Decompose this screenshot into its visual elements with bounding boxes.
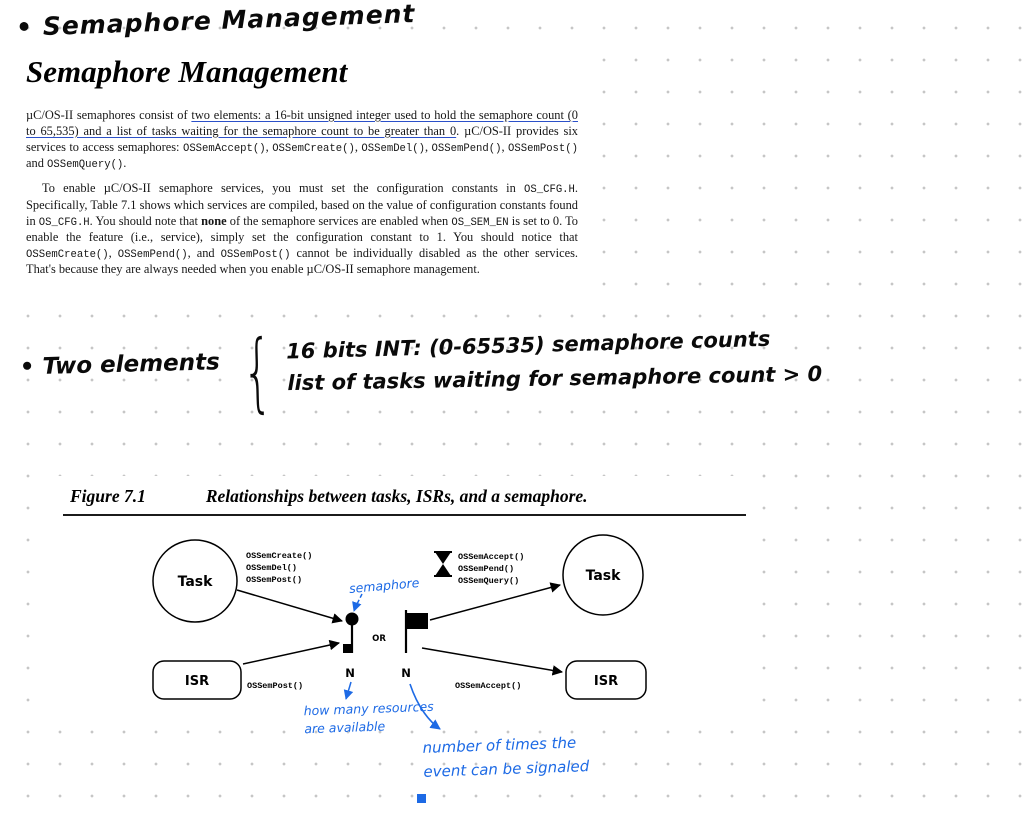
task-right-circle: [562, 534, 644, 616]
semaphore-key-head: [345, 612, 359, 626]
annotation-resources: how many resources are available: [303, 698, 434, 739]
blue-arrow-semaphore-pointer: [352, 593, 363, 612]
isr-right-label: ISR: [594, 674, 618, 689]
left-service-label-2: OSSemDel(): [246, 563, 297, 573]
blue-arrow-signal-pointer: [409, 683, 441, 730]
hourglass-icon: [435, 552, 451, 576]
task-right-label: Task: [586, 568, 622, 584]
note-brace: {: [241, 321, 274, 423]
figure-label: Figure 7.1: [70, 486, 146, 506]
note-bullet-text: • Two elements: [19, 349, 221, 381]
task-left-circle: [152, 539, 238, 623]
right-service-label-2: OSSemPend(): [458, 564, 514, 574]
isr-left-box: [152, 660, 242, 700]
left-service-label-3: OSSemPost(): [246, 575, 302, 585]
paragraph-2: To enable µC/OS-II semaphore services, y…: [26, 181, 578, 277]
document-title: Semaphore Management: [26, 54, 348, 89]
note-lines: 16 bits INT: (0-65535) semaphore counts …: [286, 318, 822, 398]
flag-icon: [406, 613, 428, 629]
note-line-2: list of tasks waiting for semaphore coun…: [286, 361, 823, 396]
arrow-semaphore-to-isr-right: [421, 647, 564, 676]
figure-caption-text: Relationships between tasks, ISRs, and a…: [205, 486, 588, 506]
handwritten-note: • Two elements { 16 bits INT: (0-65535) …: [19, 318, 822, 423]
n-label-left: N: [345, 666, 355, 680]
figure-caption: Figure 7.1 Relationships between tasks, …: [70, 486, 730, 507]
arrow-isr-left-to-semaphore: [242, 639, 341, 665]
isr-right-box: [565, 660, 647, 700]
document-excerpt: Semaphore Management µC/OS-II semaphores…: [18, 50, 586, 294]
ossempost-arrow-label: OSSemPost(): [247, 681, 303, 691]
blue-arrow-resources-pointer: [343, 681, 354, 700]
arrow-semaphore-to-task-right: [429, 582, 562, 621]
right-service-label-1: OSSemAccept(): [458, 552, 524, 562]
figure-caption-rule: [63, 514, 746, 516]
or-label: OR: [372, 634, 386, 644]
annotation-signal: number of times the event can be signale…: [422, 730, 589, 784]
isr-left-label: ISR: [185, 674, 209, 689]
left-service-label-1: OSSemCreate(): [246, 551, 312, 561]
note-line-1: 16 bits INT: (0-65535) semaphore counts: [285, 326, 771, 364]
arrow-task-left-to-semaphore: [236, 589, 344, 624]
paragraph-1: µC/OS-II semaphores consist of two eleme…: [26, 108, 578, 171]
semaphore-key-foot: [343, 644, 352, 653]
handwritten-title: • Semaphore Management: [15, 0, 416, 42]
blue-square-mark: [417, 794, 426, 803]
right-service-label-3: OSSemQuery(): [458, 576, 519, 586]
figure-diagram: Task ISR Task ISR OSSemCreate() OSSemDel…: [152, 534, 647, 730]
ossemaccept-arrow-label: OSSemAccept(): [455, 681, 521, 691]
n-label-right: N: [401, 666, 411, 680]
task-left-label: Task: [178, 574, 214, 590]
